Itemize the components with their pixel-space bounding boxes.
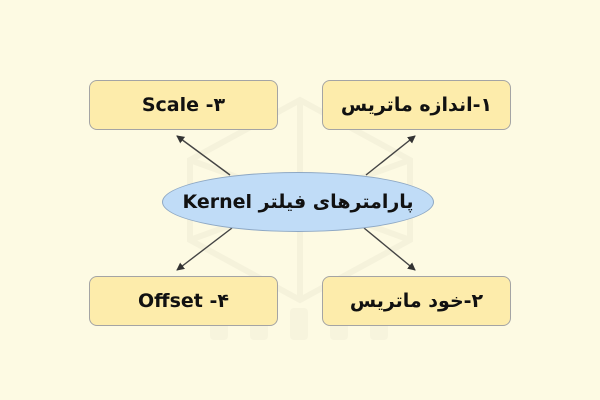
node-scale: Scale -۳ <box>89 80 278 130</box>
node-offset: Offset -۴ <box>89 276 278 326</box>
edge-center-to-node-4 <box>176 227 233 271</box>
node-matrix-itself-label: ۲-خود ماتریس <box>349 290 484 312</box>
node-offset-label: Offset -۴ <box>138 290 229 312</box>
node-matrix-size: ۱-اندازه ماتریس <box>322 80 511 130</box>
center-node-label: پارامترهای فیلتر Kernel <box>182 191 414 213</box>
center-node-kernel-parameters: پارامترهای فیلتر Kernel <box>162 172 434 232</box>
edge-center-to-node-3 <box>176 135 231 176</box>
node-scale-label: Scale -۳ <box>141 94 226 116</box>
edge-center-to-node-1 <box>365 135 416 176</box>
node-matrix-size-label: ۱-اندازه ماتریس <box>340 94 493 116</box>
edge-center-to-node-2 <box>363 227 416 271</box>
node-matrix-itself: ۲-خود ماتریس <box>322 276 511 326</box>
